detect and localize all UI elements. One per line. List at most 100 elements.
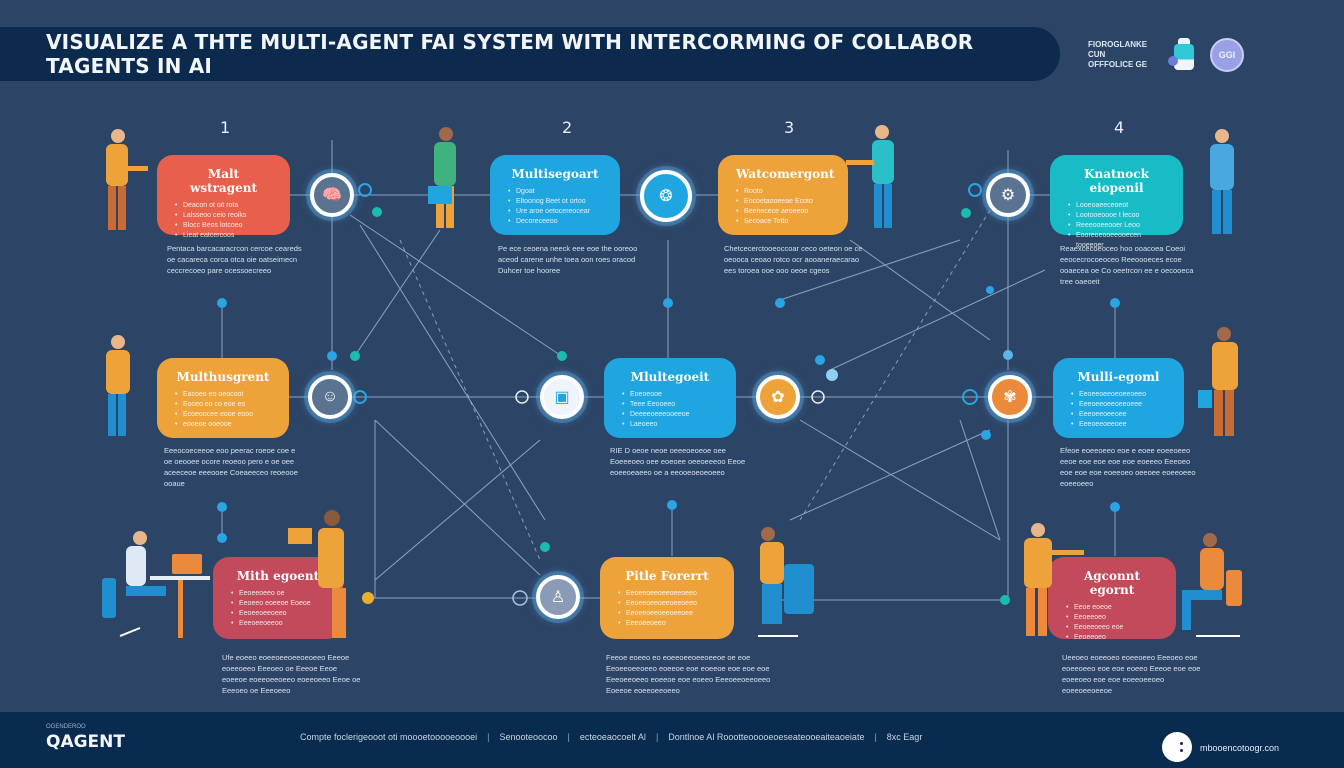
- footer-link[interactable]: Compte foclerigeooot oti moooetooooeoooe…: [300, 732, 478, 742]
- connector-line: [374, 439, 541, 581]
- page-title: VISUALIZE A THTE MULTI-AGENT FAI SYSTEM …: [46, 30, 974, 78]
- agent-card-title: Mith egoent: [236, 569, 320, 583]
- hub-node-robot[interactable]: ⚙: [986, 173, 1030, 217]
- connector-dot: [1000, 595, 1010, 605]
- agent-description-3: Chetcecerctooeoccoar ceco oeteon oe ce o…: [724, 244, 863, 275]
- connector-dot: [217, 298, 227, 308]
- person-icon: ☺: [321, 388, 339, 405]
- agent-card-2[interactable]: Multisegoart Dgoat Eltoonog Beet ot orto…: [490, 155, 620, 235]
- agent-card-title: Watcomergont: [736, 167, 835, 181]
- agent-description-2: Pe ece ceoena neeck eee eoe the ooreoo a…: [498, 244, 638, 275]
- footer-brand[interactable]: QAGENT: [46, 732, 125, 752]
- title-bar: VISUALIZE A THTE MULTI-AGENT FAI SYSTEM …: [0, 27, 1060, 81]
- separator: |: [655, 732, 659, 742]
- agent-card-title: Malt wstragent: [189, 167, 258, 195]
- connector-dot: [986, 286, 994, 294]
- connector-dot: [968, 183, 982, 197]
- connector-line: [374, 419, 541, 576]
- connector-line: [959, 419, 1001, 541]
- agent-card-title: Multhusgrent: [176, 370, 270, 384]
- hub-node-person[interactable]: ☺: [308, 375, 352, 419]
- connector-dot: [327, 351, 337, 361]
- agent-card-9[interactable]: Pitle Forerrt Eeoeeoeeoeeoeeoeeo Eeoeeoe…: [600, 557, 734, 639]
- agent-card-list: Rooto Eocoetaooeeae Ecoto Beenecece aeoe…: [736, 187, 830, 227]
- agent-description-7: Efeoe eoeeoeeo eoe e eoee eoeeoeeo eeoe …: [1060, 446, 1196, 488]
- agent-card-6[interactable]: Mlultegoeit Eoeoeooe Teee Eeooeeo Deeeeo…: [604, 358, 736, 438]
- agent-card-8[interactable]: Mith egoent Eeoeeoeeo oe Eeoeeo eoeeoe E…: [213, 557, 343, 639]
- agent-description-4: Reaexcecoeoceo hoo ooacoea Coeoi eeocecr…: [1060, 244, 1194, 286]
- connector-line: [799, 419, 1001, 541]
- connector-dot: [775, 298, 785, 308]
- footer-links: Compte foclerigeooot oti moooetooooeoooe…: [300, 732, 922, 742]
- agent-card-list: Eoeoeooe Teee Eeooeeo Deeeeoeeeooeeoe La…: [622, 390, 718, 430]
- connector-dot: [358, 183, 372, 197]
- connector-dot: [557, 351, 567, 361]
- separator: |: [567, 732, 570, 742]
- agent-card-list: Eeoeeoeeo oe Eeoeeo eoeeoe Eoeoe Eeoeeoe…: [231, 589, 325, 629]
- agent-card-4[interactable]: Knatnock eiopenil Looeoaeeceoeot Lootooe…: [1050, 155, 1183, 249]
- person-illustration: [106, 335, 130, 436]
- connector-dot: [217, 533, 227, 543]
- separator: |: [874, 732, 877, 742]
- connector-dot: [962, 389, 978, 405]
- hub-node-brain[interactable]: 🧠: [310, 173, 354, 217]
- agent-card-title: Knatnock eiopenil: [1084, 167, 1149, 195]
- header-badge[interactable]: GGI: [1210, 38, 1244, 72]
- separator: |: [487, 732, 490, 742]
- agent-card-title: Multisegoart: [511, 167, 599, 181]
- person-illustration: [1024, 523, 1084, 636]
- footer-brand-tagline: OGENDEROO: [46, 724, 86, 730]
- hub-node-server[interactable]: ▣: [540, 375, 584, 419]
- connector-line: [351, 229, 441, 361]
- agent-card-title: Agconnt egornt: [1083, 569, 1140, 597]
- agent-description-9: Feeoe eoeeo eo eoeeoeeoeeoeeoe oe eoe Ee…: [606, 653, 771, 695]
- hub-node-network[interactable]: ❂: [640, 170, 692, 222]
- connector-dot: [663, 298, 673, 308]
- footer-link[interactable]: Senooteoocoo: [499, 732, 558, 742]
- person-illustration-desk: [102, 531, 210, 638]
- connector-dot: [540, 542, 550, 552]
- footer-link[interactable]: ecteoeaocoelt Al: [579, 732, 646, 742]
- step-number-4: 4: [1114, 118, 1125, 137]
- connector-dot: [1110, 502, 1120, 512]
- gear-icon: ✿: [771, 389, 785, 406]
- header-extra: FIOROGLANKE CUN OFFFOLICE GE GGI: [1088, 38, 1244, 72]
- connector-dot: [1110, 298, 1120, 308]
- person-illustration: [846, 125, 894, 228]
- person-illustration: [288, 510, 346, 638]
- agent-card-5[interactable]: Multhusgrent Eacoeo eo oeocoot Eoceo eo …: [157, 358, 289, 438]
- person-illustration: [1198, 327, 1238, 436]
- brain-icon: 🧠: [322, 187, 342, 204]
- agent-card-7[interactable]: Mulli-egoml Eeoeeoeeoeoeeoeeo Eeeoeeoeeo…: [1053, 358, 1184, 438]
- agent-card-3[interactable]: Watcomergont Rooto Eocoetaooeeae Ecoto B…: [718, 155, 848, 235]
- person-illustration: [1210, 129, 1234, 234]
- connector-dot: [350, 351, 360, 361]
- hub-node-gear[interactable]: ✿: [756, 375, 800, 419]
- agent-description-6: RIE D oeoe neoe oeeeoeoeoe oee Eoeeeoeo …: [610, 446, 746, 477]
- connector-dot: [217, 502, 227, 512]
- agent-card-1[interactable]: Malt wstragent Deacon ot oit rota Lalsse…: [157, 155, 290, 241]
- connector-dot: [981, 430, 991, 440]
- hub-node-agent[interactable]: ♙: [536, 575, 580, 619]
- agent-card-10[interactable]: Agconnt egornt Eeoe eoeoe Eeoeeoeo Eeoee…: [1048, 557, 1176, 643]
- footer-logo-icon: [1162, 732, 1192, 762]
- connector-dot: [353, 390, 367, 404]
- connector-dot: [372, 207, 382, 217]
- agent-description-8: Ufe eoeeo eoeeoeeoeeoeoeeo Eeeoe eoeeoee…: [222, 653, 361, 695]
- connector-dot: [362, 592, 374, 604]
- network-icon: ❂: [659, 188, 673, 205]
- agent-card-title: Mulli-egoml: [1077, 370, 1160, 384]
- connector-dot: [1003, 350, 1013, 360]
- agent-card-list: Looeoaeeceoeot Lootooeoooe t lecoo Reeeo…: [1068, 201, 1165, 251]
- footer: OGENDEROO QAGENT Compte foclerigeooot ot…: [0, 712, 1344, 768]
- step-number-3: 3: [784, 118, 795, 137]
- footer-domain[interactable]: mbooencotoogr.con: [1200, 743, 1280, 753]
- robot-icon: ⚙: [1000, 187, 1016, 204]
- footer-link[interactable]: 8xc Eagr: [886, 732, 923, 742]
- agent-description-10: Ueeoeo eoeeoeo eoeeoeeo Eeeoeo eoe eoeeo…: [1062, 653, 1201, 695]
- footer-link[interactable]: Dontlnoe Al Roootteooooeoeseateooeaiteao…: [668, 732, 865, 742]
- header-caption: FIOROGLANKE CUN OFFFOLICE GE: [1088, 40, 1148, 69]
- person-illustration: [758, 527, 814, 637]
- hub-node-chart[interactable]: ✾: [988, 375, 1032, 419]
- person-illustration: [428, 127, 456, 228]
